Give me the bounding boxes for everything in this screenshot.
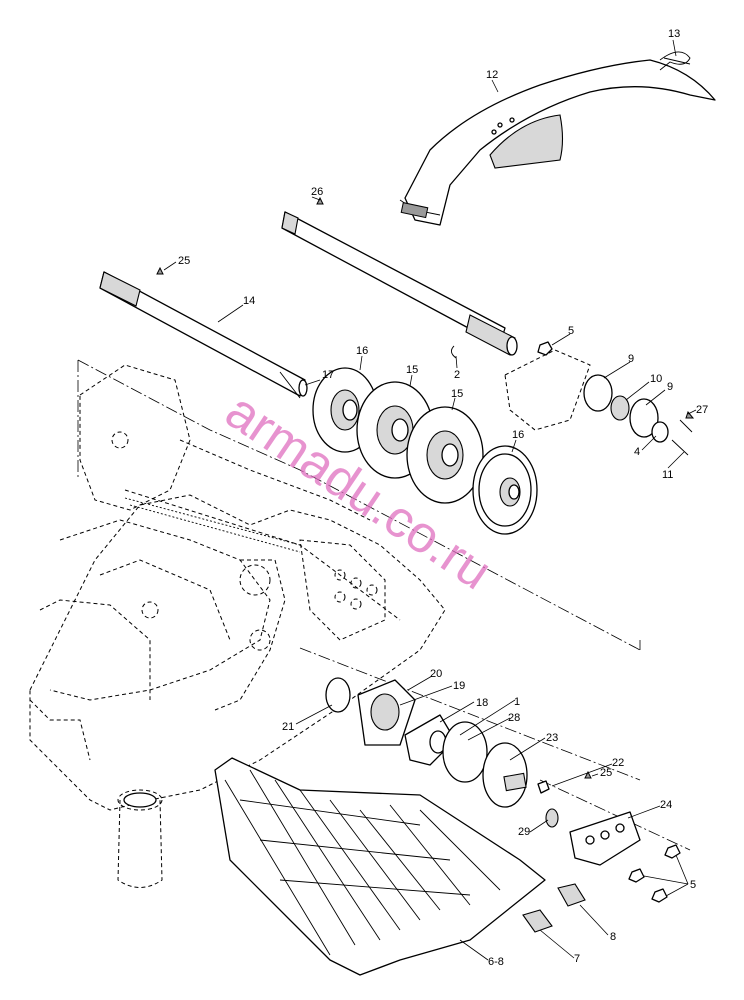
callout-5a: 5	[568, 325, 574, 337]
sprocket-16b	[472, 445, 538, 535]
part-callouts: 13 12 26 25 14 16 15 17 15 16 2 5 9 10 9…	[178, 28, 708, 968]
callout-12: 12	[486, 69, 498, 81]
rubber-track	[214, 757, 546, 976]
circlip-2-icon	[451, 345, 457, 359]
pin-13	[659, 51, 691, 71]
callout-25a: 25	[178, 255, 190, 267]
callout-16a: 16	[356, 345, 368, 357]
callout-22: 22	[612, 757, 624, 769]
grease-fitting-25b-icon	[584, 770, 592, 779]
callout-15b: 15	[451, 388, 463, 400]
callout-7: 7	[574, 953, 580, 965]
callout-17: 17	[322, 369, 334, 381]
chassis-frame	[29, 364, 446, 888]
callout-8: 8	[610, 931, 616, 943]
callout-29: 29	[518, 826, 530, 838]
drive-shaft-14	[99, 271, 308, 399]
drive-shaft-upper	[281, 211, 518, 356]
callout-14: 14	[243, 295, 255, 307]
callout-18: 18	[476, 697, 488, 709]
callout-26: 26	[311, 186, 323, 198]
callout-19: 19	[453, 680, 465, 692]
callout-28: 28	[508, 712, 520, 724]
grease-fitting-26-icon	[316, 196, 324, 205]
track-clip-7	[522, 909, 553, 933]
fender-bracket-12	[399, 59, 716, 226]
track-clip-8	[557, 883, 586, 907]
callout-9a: 9	[628, 353, 634, 365]
sprocket-15b	[406, 406, 484, 504]
callout-11: 11	[662, 469, 673, 481]
grease-fitting-25-icon	[156, 266, 164, 275]
callout-13: 13	[668, 28, 680, 40]
callout-16b: 16	[512, 429, 524, 441]
callout-4: 4	[634, 446, 640, 458]
callout-21: 21	[282, 721, 294, 733]
idler-bearing-group	[325, 677, 681, 903]
callout-2: 2	[454, 369, 460, 381]
callout-6-8: 6-8	[488, 956, 504, 968]
callout-20: 20	[430, 668, 442, 680]
callout-15a: 15	[406, 364, 418, 376]
callout-5b: 5	[690, 879, 696, 891]
bearing-plate-right	[504, 341, 695, 456]
leader-lines	[163, 39, 697, 961]
callout-9b: 9	[667, 381, 673, 393]
callout-24: 24	[660, 799, 672, 811]
callout-1: 1	[514, 696, 520, 708]
callout-27: 27	[696, 404, 708, 416]
callout-23: 23	[546, 732, 558, 744]
callout-10: 10	[650, 373, 662, 385]
center-lines	[77, 359, 691, 851]
callout-25b: 25	[600, 767, 612, 779]
